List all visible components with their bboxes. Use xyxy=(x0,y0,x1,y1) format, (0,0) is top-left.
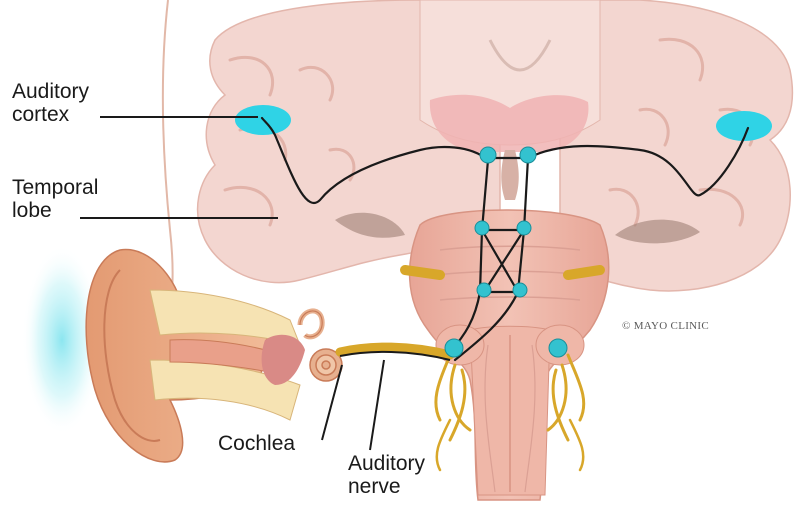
label-cochlea-text: Cochlea xyxy=(218,432,295,455)
label-temporal-lobe-line2: lobe xyxy=(12,199,98,222)
inner-ear xyxy=(300,311,342,381)
label-auditory-nerve: Auditory nerve xyxy=(348,452,425,498)
label-auditory-cortex-line2: cortex xyxy=(12,103,89,126)
label-cochlea: Cochlea xyxy=(218,432,295,455)
label-auditory-cortex-line1: Auditory xyxy=(12,80,89,103)
label-auditory-nerve-line1: Auditory xyxy=(348,452,425,475)
label-temporal-lobe: Temporal lobe xyxy=(12,176,98,222)
label-temporal-lobe-line1: Temporal xyxy=(12,176,98,199)
label-auditory-nerve-line2: nerve xyxy=(348,475,425,498)
label-auditory-cortex: Auditory cortex xyxy=(12,80,89,126)
copyright-credit: © MAYO CLINIC xyxy=(622,320,709,332)
